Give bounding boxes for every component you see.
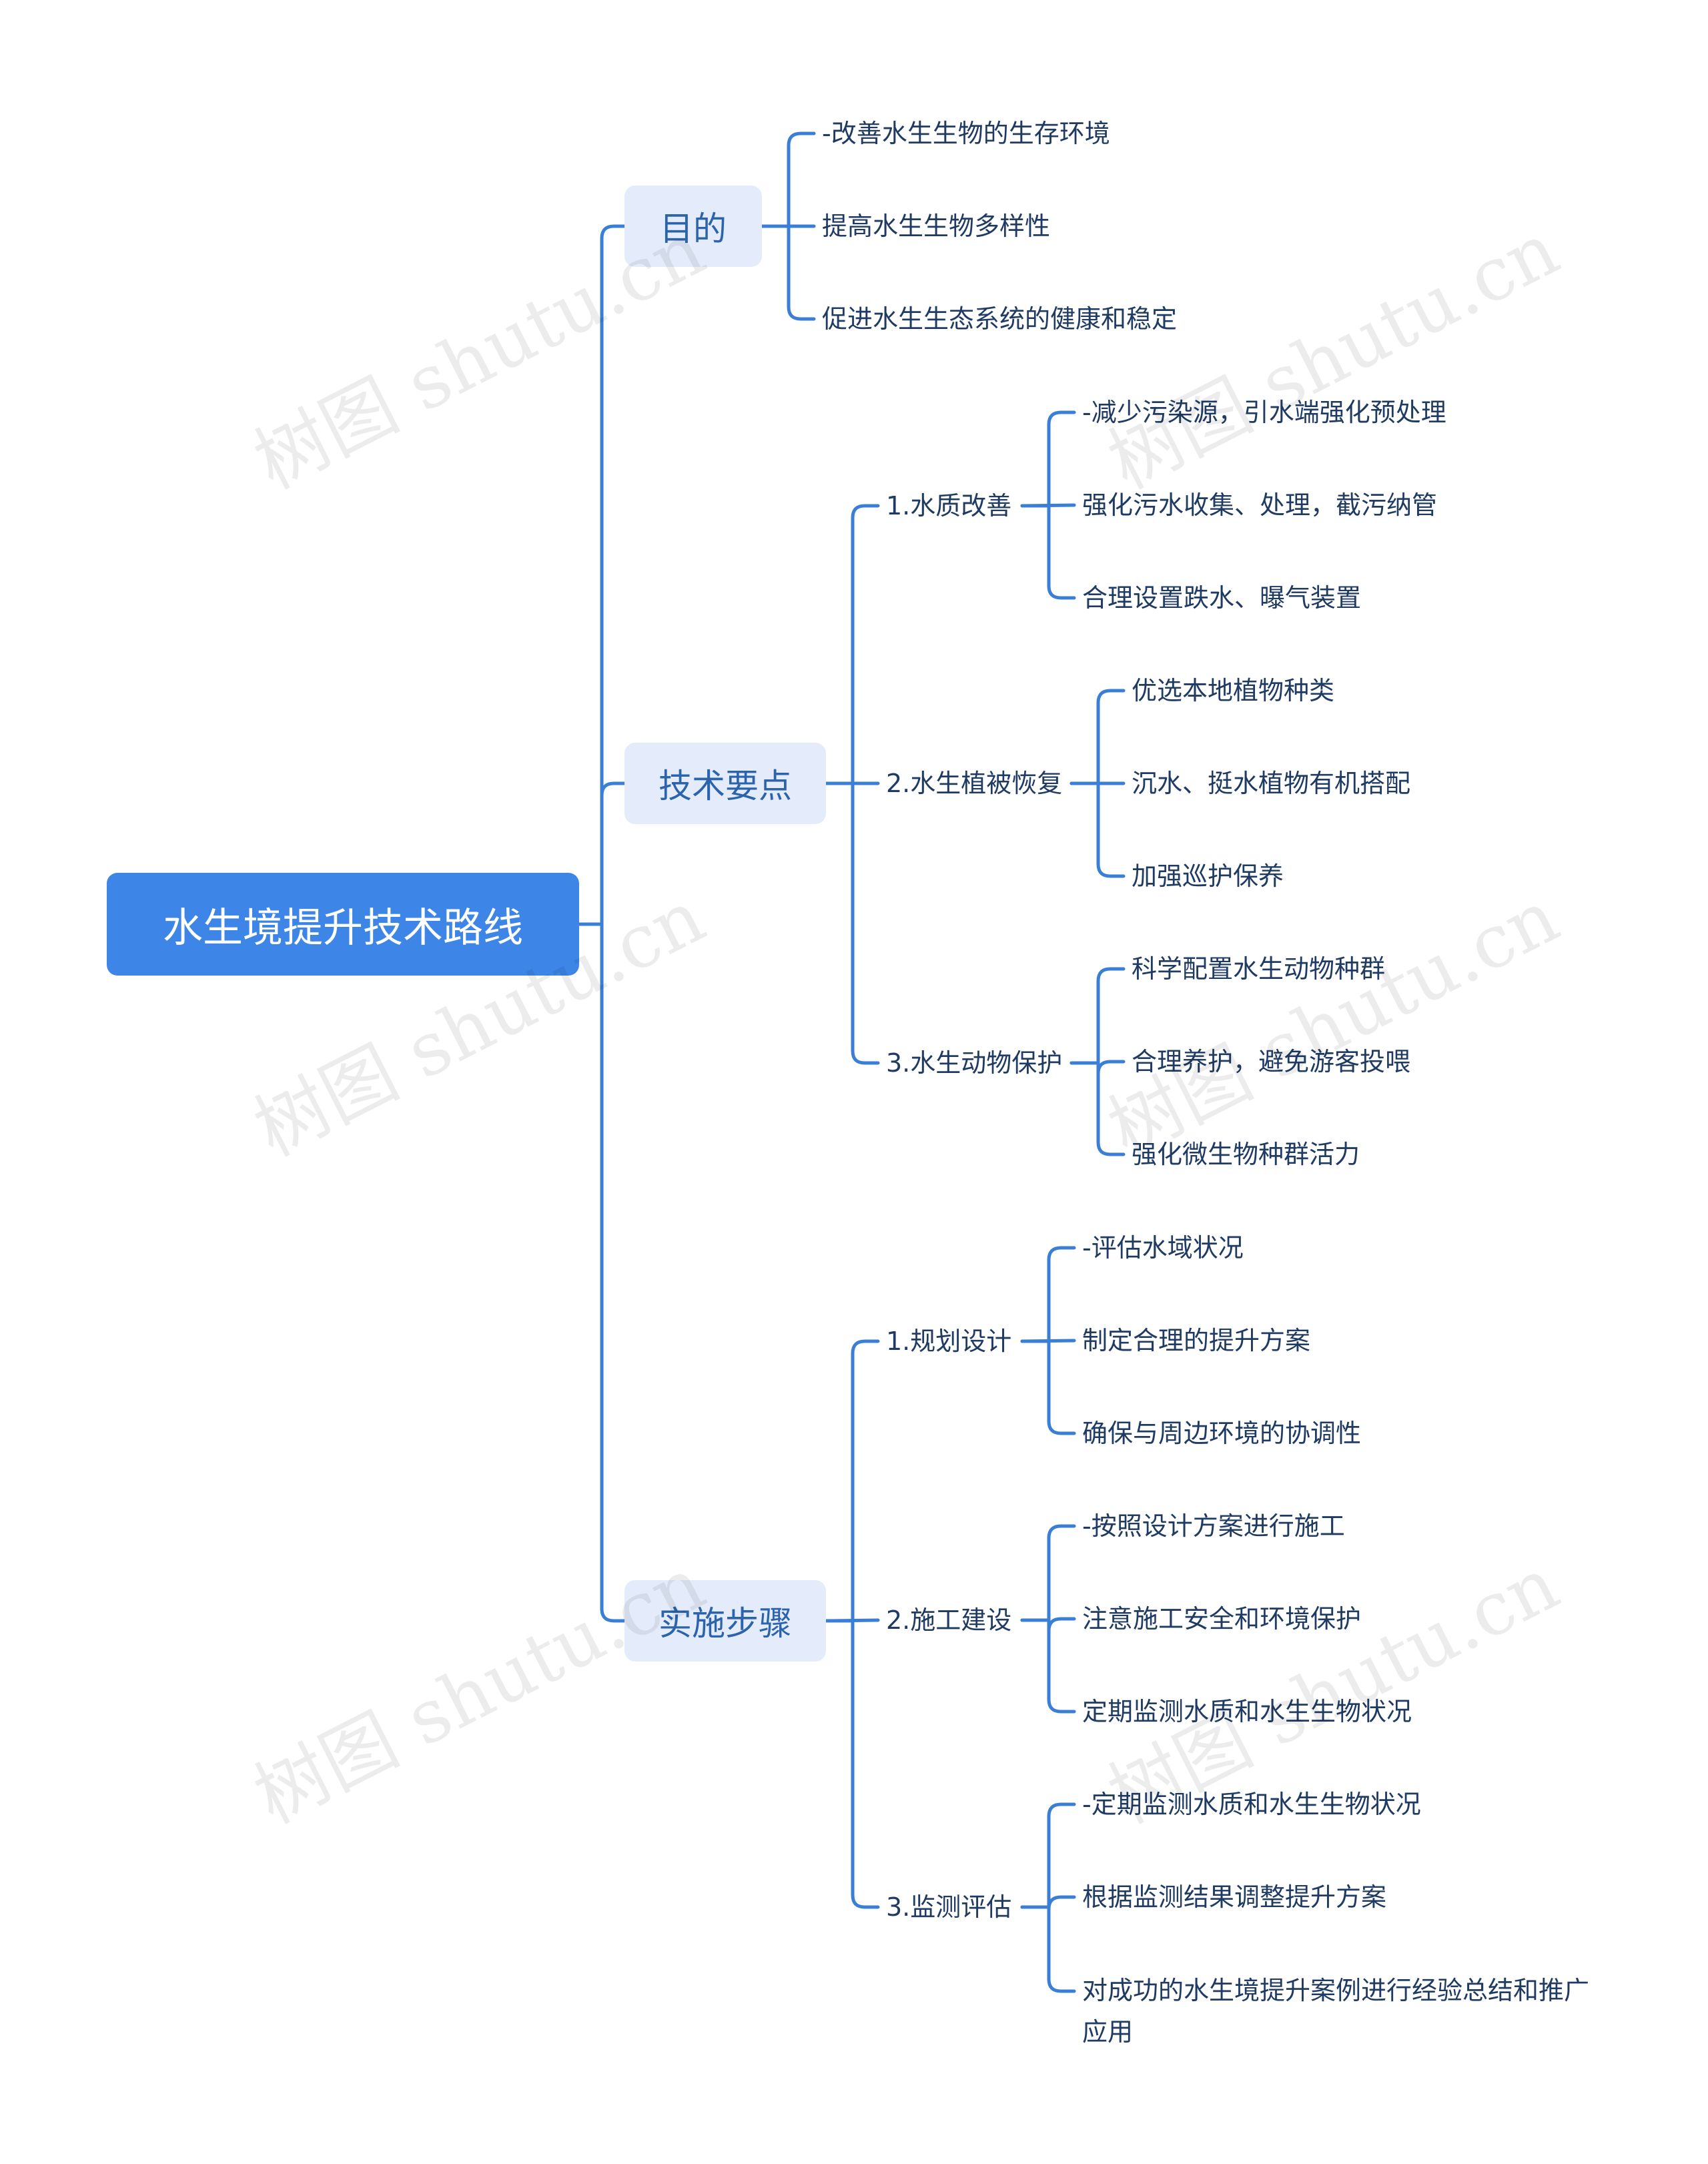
leaf-monitoring-3[interactable]: 对成功的水生境提升案例进行经验总结和推广应用 [1082, 1976, 1590, 2047]
leaf-construction-1[interactable]: -按照设计方案进行施工 [1082, 1511, 1345, 1541]
connector-sub-3-leaf-1 [1070, 967, 1126, 1065]
leaf-planning-1[interactable]: -评估水域状况 [1082, 1233, 1244, 1263]
connector-sub-2-leaf-1 [1070, 689, 1126, 785]
connector-tech-sub-1 [824, 504, 880, 785]
connector-sub-6-leaf-3 [1020, 1905, 1076, 1993]
leaf-monitoring-1[interactable]: -定期监测水质和水生生物状况 [1082, 1790, 1421, 1819]
connector-sub-1-leaf-1 [1020, 410, 1076, 508]
connector-impl-sub-3 [824, 1619, 880, 1909]
connector-sub-3-leaf-3 [1070, 1061, 1126, 1156]
connector-sub-5-leaf-1 [1020, 1524, 1076, 1622]
leaf-animal-1[interactable]: 科学配置水生动物种群 [1132, 954, 1386, 984]
root-node[interactable]: 水生境提升技术路线 [107, 873, 579, 976]
connector-sub-6-leaf-1 [1020, 1802, 1076, 1909]
sub-planning-design[interactable]: 1.规划设计 [886, 1327, 1012, 1356]
leaf-purpose-1[interactable]: -改善水生生物的生存环境 [822, 119, 1110, 148]
leaf-planning-2[interactable]: 制定合理的提升方案 [1082, 1326, 1311, 1355]
leaf-animal-3[interactable]: 强化微生物种群活力 [1132, 1140, 1360, 1169]
leaf-vegetation-2[interactable]: 沉水、挺水植物有机搭配 [1132, 769, 1411, 798]
connector-sub-4-leaf-3 [1020, 1339, 1076, 1435]
leaf-water-quality-2[interactable]: 强化污水收集、处理，截污纳管 [1082, 490, 1438, 520]
leaf-purpose-2[interactable]: 提高水生生物多样性 [822, 212, 1051, 241]
sub-construction[interactable]: 2.施工建设 [886, 1605, 1012, 1635]
sub-water-quality[interactable]: 1.水质改善 [886, 491, 1012, 520]
connector-sub-2-leaf-3 [1070, 781, 1126, 878]
leaf-purpose-3[interactable]: 促进水生生态系统的健康和稳定 [822, 304, 1178, 334]
connector-purpose-leaf-1 [760, 131, 816, 228]
sub-monitoring-evaluation[interactable]: 3.监测评估 [886, 1892, 1012, 1922]
leaf-monitoring-2[interactable]: 根据监测结果调整提升方案 [1082, 1882, 1387, 1912]
connector-tech-sub-3 [824, 781, 880, 1065]
leaf-vegetation-1[interactable]: 优选本地植物种类 [1132, 676, 1335, 705]
sub-vegetation-restoration[interactable]: 2.水生植被恢复 [886, 769, 1063, 798]
leaf-vegetation-3[interactable]: 加强巡护保养 [1132, 861, 1284, 891]
branch-implementation[interactable]: 实施步骤 [624, 1580, 826, 1662]
leaf-water-quality-3[interactable]: 合理设置跌水、曝气装置 [1082, 583, 1362, 613]
connector-root-implementation [577, 922, 626, 1623]
leaf-water-quality-1[interactable]: -减少污染源，引水端强化预处理 [1082, 398, 1446, 427]
connector-sub-1-leaf-3 [1020, 504, 1076, 600]
connector-sub-4-leaf-1 [1020, 1246, 1076, 1343]
leaf-construction-2[interactable]: 注意施工安全和环境保护 [1082, 1604, 1362, 1634]
leaf-animal-2[interactable]: 合理养护，避免游客投喂 [1132, 1047, 1411, 1076]
connector-sub-5-leaf-3 [1020, 1618, 1076, 1714]
leaf-planning-3[interactable]: 确保与周边环境的协调性 [1082, 1419, 1362, 1448]
branch-tech-points[interactable]: 技术要点 [624, 743, 826, 824]
connector-purpose-leaf-3 [760, 224, 816, 321]
connector-root-tech [577, 781, 626, 926]
connector-impl-sub-1 [824, 1339, 880, 1623]
sub-animal-protection[interactable]: 3.水生动物保护 [886, 1048, 1063, 1078]
branch-purpose[interactable]: 目的 [624, 186, 762, 267]
leaf-construction-3[interactable]: 定期监测水质和水生生物状况 [1082, 1697, 1412, 1726]
